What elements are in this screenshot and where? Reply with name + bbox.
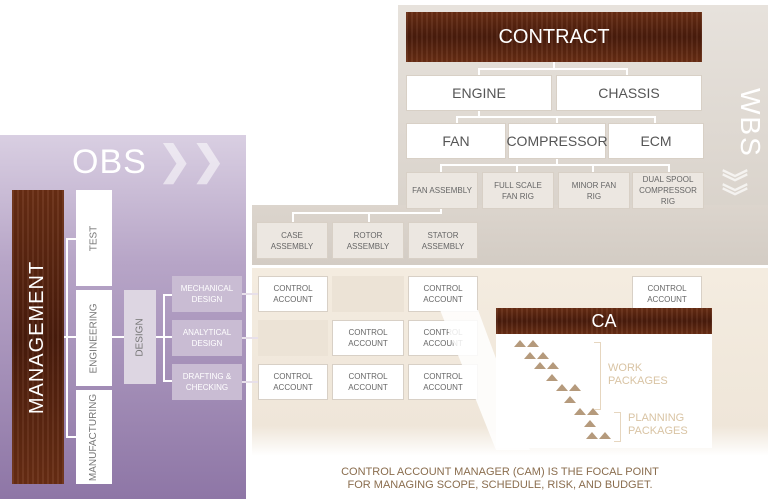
connector — [242, 293, 258, 295]
connector — [163, 294, 165, 382]
obs-engineering: ENGINEERING — [76, 290, 112, 386]
connector — [668, 164, 670, 173]
wbs-engine: ENGINE — [406, 75, 552, 111]
package-marker — [524, 352, 536, 359]
management-label: MANAGEMENT — [26, 260, 49, 414]
package-marker — [564, 396, 576, 403]
connector — [66, 238, 68, 438]
connector — [556, 158, 558, 166]
work-packages-bracket — [594, 342, 601, 410]
package-marker — [534, 362, 546, 369]
work-packages-label: WORK PACKAGES — [608, 362, 668, 387]
connector — [163, 294, 173, 296]
package-marker — [569, 384, 581, 391]
connector — [440, 164, 442, 173]
wbs-dual-spool-compressor-rig: DUAL SPOOL COMPRESSOR RIG — [632, 172, 704, 209]
connector — [456, 116, 458, 124]
wbs-full-scale-fan-rig: FULL SCALE FAN RIG — [482, 172, 554, 209]
obs-design-label: DESIGN — [134, 317, 146, 357]
control-account-box: CONTROL ACCOUNT — [332, 320, 404, 356]
connector — [553, 62, 555, 70]
contract-box: CONTRACT — [406, 12, 702, 62]
control-account-box: CONTROL ACCOUNT — [632, 276, 702, 312]
connector — [626, 68, 628, 76]
obs-manufacturing-label: MANUFACTURING — [88, 393, 100, 481]
connector — [478, 110, 480, 118]
connector — [163, 336, 173, 338]
management-box: MANAGEMENT — [12, 190, 64, 484]
package-marker — [527, 340, 539, 347]
obs-design: DESIGN — [124, 290, 156, 384]
connector — [440, 164, 670, 166]
control-account-box: CONTROL ACCOUNT — [332, 364, 404, 400]
wbs-title: WBS — [735, 88, 766, 158]
control-account-box: CONTROL ACCOUNT — [258, 364, 328, 400]
connector — [242, 381, 258, 383]
obs-title: OBS — [72, 143, 147, 181]
connector — [368, 212, 370, 222]
package-marker — [514, 340, 526, 347]
connector — [156, 336, 164, 338]
empty-cell — [332, 276, 404, 312]
connector — [556, 116, 558, 124]
control-account-box: CONTROL ACCOUNT — [258, 276, 328, 312]
connector — [112, 336, 124, 338]
obs-mechanical-design: MECHANICAL DESIGN — [172, 276, 242, 312]
package-marker — [599, 432, 611, 439]
planning-packages-label: PLANNING PACKAGES — [628, 412, 688, 437]
obs-analytical-design: ANALYTICAL DESIGN — [172, 320, 242, 356]
caption: CONTROL ACCOUNT MANAGER (CAM) IS THE FOC… — [280, 466, 720, 492]
planning-packages-bracket — [614, 412, 621, 442]
wbs-fan-assembly: FAN ASSEMBLY — [406, 172, 478, 209]
package-marker — [547, 362, 559, 369]
connector — [478, 68, 480, 76]
wbs-stator-assembly: STATOR ASSEMBLY — [408, 222, 478, 259]
connector — [242, 337, 258, 339]
connector — [163, 380, 173, 382]
obs-manufacturing: MANUFACTURING — [76, 390, 112, 484]
chevron-down-icon: ︾︾ — [722, 168, 749, 212]
package-marker — [537, 352, 549, 359]
package-marker — [587, 408, 599, 415]
connector — [66, 436, 78, 438]
connector — [478, 68, 628, 70]
wbs-case-assembly: CASE ASSEMBLY — [256, 222, 328, 259]
connector — [292, 212, 442, 214]
chevron-right-icon: ❯❯ — [158, 139, 226, 183]
ca-header: CA — [496, 308, 712, 334]
obs-engineering-label: ENGINEERING — [88, 302, 100, 374]
wbs-ecm: ECM — [608, 123, 704, 159]
obs-test: TEST — [76, 190, 112, 286]
caption-line-1: CONTROL ACCOUNT MANAGER (CAM) IS THE FOC… — [341, 466, 659, 478]
connector — [64, 336, 76, 338]
empty-cell — [258, 320, 328, 356]
package-marker — [546, 374, 558, 381]
wbs-chassis: CHASSIS — [556, 75, 702, 111]
caption-line-2: FOR MANAGING SCOPE, SCHEDULE, RISK, AND … — [347, 479, 653, 491]
connector — [66, 238, 78, 240]
connector — [516, 164, 518, 173]
connector — [654, 116, 656, 124]
wbs-rotor-assembly: ROTOR ASSEMBLY — [332, 222, 404, 259]
package-marker — [584, 420, 596, 427]
wbs-minor-fan-rig: MINOR FAN RIG — [558, 172, 630, 209]
connector — [292, 212, 294, 222]
package-marker — [556, 384, 568, 391]
connector — [440, 208, 442, 214]
wbs-compressor: COMPRESSOR — [506, 123, 608, 159]
package-marker — [586, 432, 598, 439]
control-account-box: CONTROL ACCOUNT — [408, 276, 478, 312]
obs-drafting-checking: DRAFTING & CHECKING — [172, 364, 242, 400]
package-marker — [574, 408, 586, 415]
connector — [592, 164, 594, 173]
wbs-panel-lower — [252, 205, 768, 265]
obs-test-label: TEST — [88, 225, 100, 251]
wbs-fan: FAN — [406, 123, 506, 159]
